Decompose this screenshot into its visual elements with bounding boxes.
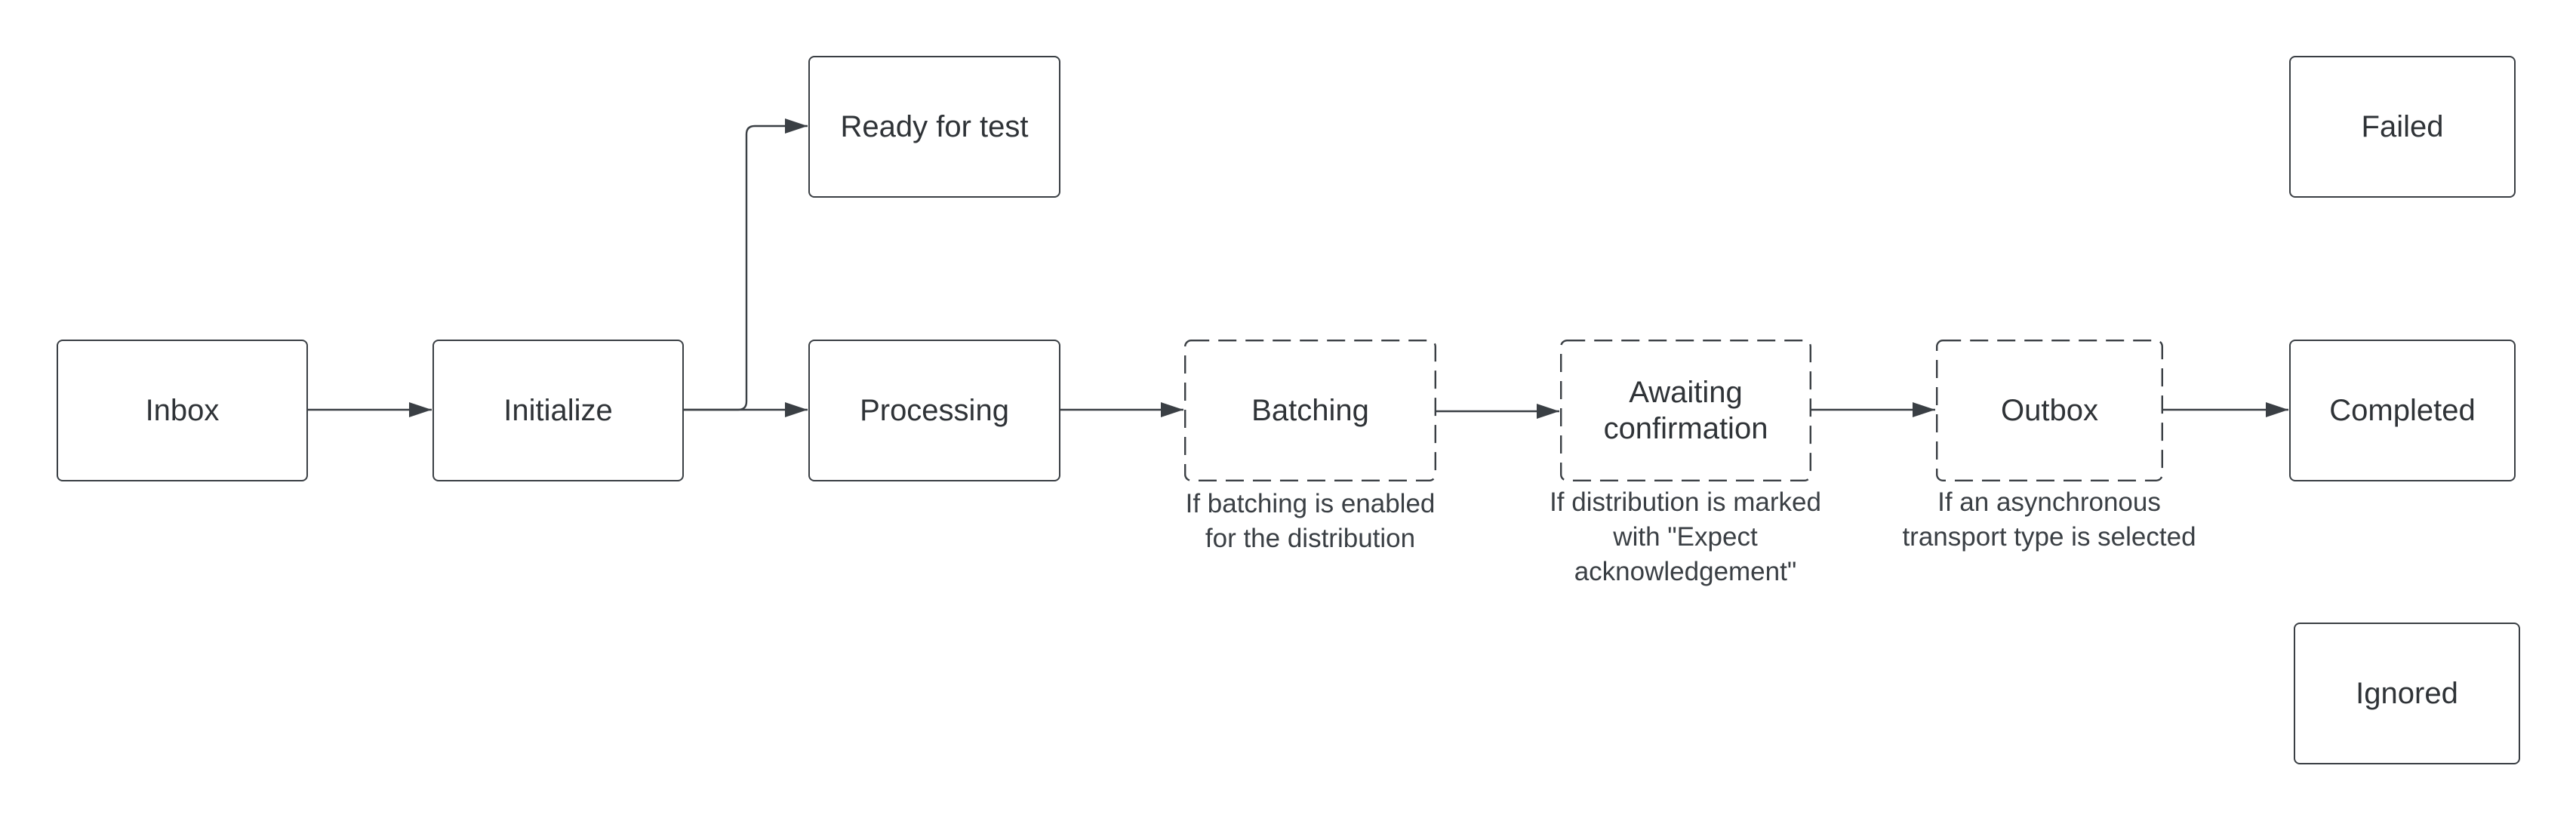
dashed-border [1936,340,2164,482]
node-ignored-label: Ignored [2356,677,2458,710]
node-ready-for-test[interactable]: Ready for test [808,56,1060,198]
node-completed-label: Completed [2329,394,2476,427]
node-processing-label: Processing [860,394,1009,427]
node-inbox[interactable]: Inbox [57,340,308,481]
node-ready-for-test-label: Ready for test [840,110,1029,143]
node-batching[interactable]: Batching [1184,340,1437,482]
note-outbox: If an asynchronous transport type is sel… [1902,487,2196,552]
node-inbox-label: Inbox [145,394,220,427]
node-failed[interactable]: Failed [2289,56,2516,198]
node-outbox-label: Outbox [2001,394,2098,427]
node-initialize-label: Initialize [503,394,613,427]
node-ignored[interactable]: Ignored [2294,623,2520,764]
node-outbox[interactable]: Outbox [1936,340,2164,482]
note-batching: If batching is enabled for the distribut… [1185,489,1436,553]
dashed-border [1560,340,1812,482]
node-completed[interactable]: Completed [2289,340,2516,481]
node-awaiting-confirmation-label: Awaiting confirmation [1603,376,1768,445]
node-initialize[interactable]: Initialize [432,340,684,481]
node-failed-label: Failed [2361,110,2444,143]
node-awaiting-confirmation[interactable]: Awaiting confirmation [1560,340,1812,482]
note-awaiting-confirmation: If distribution is marked with "Expect a… [1550,487,1821,586]
node-batching-label: Batching [1251,394,1369,427]
edge-initialize-to-ready-for-test [684,118,808,411]
node-processing[interactable]: Processing [808,340,1060,481]
dashed-border [1184,340,1437,482]
